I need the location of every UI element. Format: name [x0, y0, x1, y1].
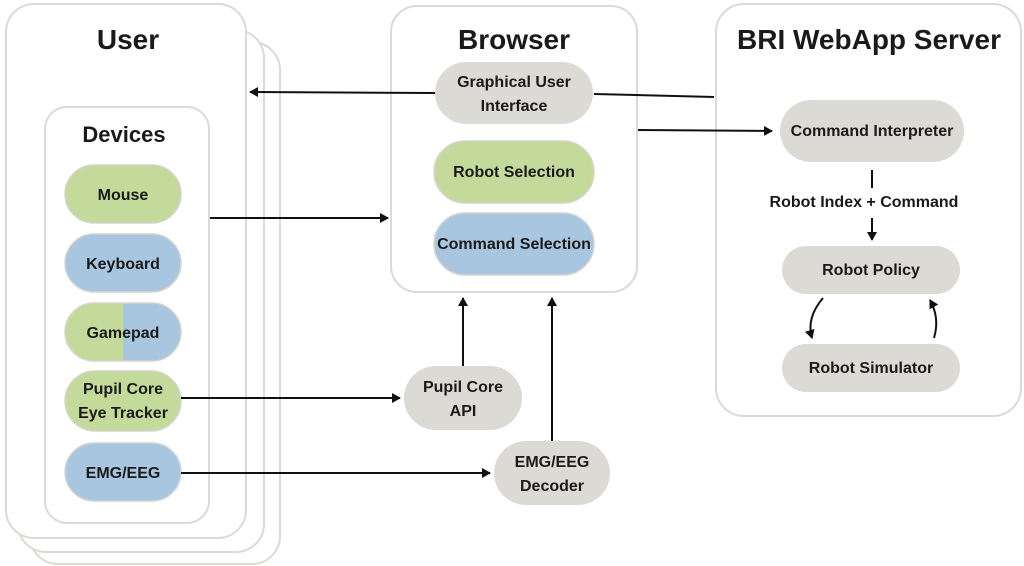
node-pupil-core-api-label-line2: API — [450, 403, 477, 420]
node-command-interpreter: Command Interpreter — [780, 100, 964, 162]
node-graphical-user-interface: Graphical User Interface — [435, 62, 593, 124]
node-gui-label-line1: Graphical User — [457, 74, 571, 91]
node-command-selection-pill — [433, 212, 595, 276]
node-robot-simulator-label: Robot Simulator — [809, 360, 933, 377]
node-robot-simulator-pill — [782, 344, 960, 392]
node-command-selection: Command Selection — [433, 212, 595, 276]
node-emg-eeg-decoder: EMG/EEG Decoder — [494, 441, 610, 505]
edge-policy-to-simulator — [804, 297, 824, 339]
device-mouse-pill — [64, 164, 182, 224]
edge-server-to-gui — [593, 93, 715, 98]
node-emg-eeg-decoder-label-line2: Decoder — [520, 478, 584, 495]
node-emg-eeg-decoder-label-line1: EMG/EEG — [515, 454, 590, 471]
node-command-interpreter-label: Command Interpreter — [791, 123, 954, 140]
device-keyboard: Keyboard — [64, 233, 182, 293]
device-emg-eeg-label: EMG/EEG — [86, 465, 161, 482]
devices-panel: Devices Mouse Keyboard Gamepad Pupil Cor… — [44, 106, 210, 524]
edges — [181, 87, 939, 478]
device-gamepad-label: Gamepad — [87, 325, 160, 342]
device-pupil-core-pill — [64, 370, 182, 432]
node-robot-selection-label: Robot Selection — [453, 164, 575, 181]
node-robot-selection-pill — [433, 140, 595, 204]
node-emg-eeg-decoder-pill — [494, 441, 610, 505]
device-gamepad: Gamepad — [64, 302, 182, 362]
user-panel-title: User — [97, 24, 159, 55]
device-mouse: Mouse — [64, 164, 182, 224]
node-robot-policy: Robot Policy — [782, 246, 960, 294]
browser-panel-title: Browser — [458, 24, 570, 55]
device-pupil-core-label-line2: Eye Tracker — [78, 405, 168, 422]
node-command-selection-label: Command Selection — [437, 236, 591, 253]
node-command-interpreter-pill — [780, 100, 964, 162]
device-mouse-label: Mouse — [98, 187, 149, 204]
device-keyboard-pill — [64, 233, 182, 293]
browser-panel: Browser Graphical User Interface Robot S… — [390, 5, 638, 293]
devices-panel-title: Devices — [82, 122, 165, 147]
edge-browser-to-command-interpreter — [637, 125, 773, 136]
server-panel: BRI WebApp Server Command Interpreter Ro… — [715, 3, 1022, 417]
device-pupil-core: Pupil Core Eye Tracker — [64, 370, 182, 432]
device-pupil-core-label-line1: Pupil Core — [83, 381, 163, 398]
device-gamepad-green-half — [65, 303, 123, 361]
edge-gui-to-user — [249, 87, 436, 98]
node-gui-pill — [435, 62, 593, 124]
device-gamepad-outline — [64, 302, 182, 362]
edge-label-robot-index-command: Robot Index + Command — [770, 194, 959, 211]
device-emg-eeg: EMG/EEG — [64, 442, 182, 502]
node-robot-policy-label: Robot Policy — [822, 262, 920, 279]
edge-simulator-to-policy — [929, 299, 939, 339]
server-panel-title: BRI WebApp Server — [737, 24, 1001, 55]
device-gamepad-blue-half — [123, 303, 181, 361]
device-keyboard-label: Keyboard — [86, 256, 160, 273]
node-robot-policy-pill — [782, 246, 960, 294]
node-pupil-core-api-label-line1: Pupil Core — [423, 379, 503, 396]
node-pupil-core-api-pill — [404, 366, 522, 430]
node-pupil-core-api: Pupil Core API — [404, 366, 522, 430]
node-robot-simulator: Robot Simulator — [782, 344, 960, 392]
node-gui-label-line2: Interface — [481, 98, 548, 115]
node-robot-selection: Robot Selection — [433, 140, 595, 204]
